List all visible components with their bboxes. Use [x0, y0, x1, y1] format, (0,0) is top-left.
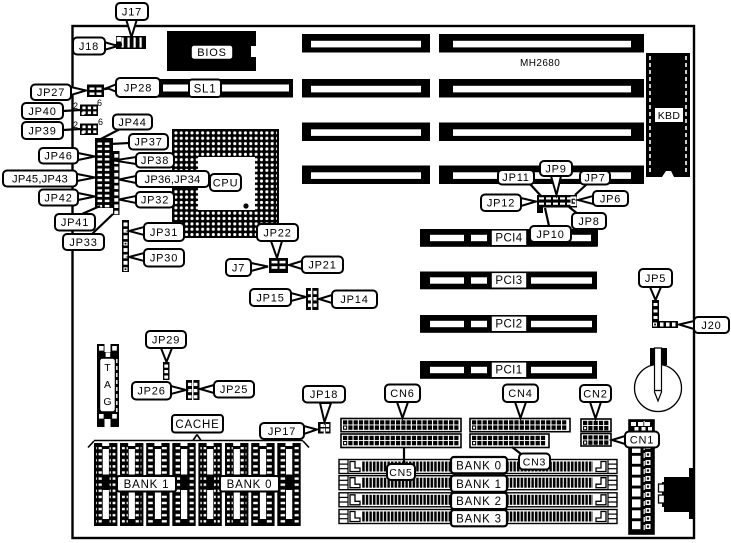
svg-text:JP8: JP8 — [578, 216, 599, 228]
svg-text:2: 2 — [73, 101, 78, 111]
svg-text:JP36,JP34: JP36,JP34 — [145, 174, 201, 186]
svg-text:BANK 3: BANK 3 — [456, 513, 502, 525]
svg-text:CN3: CN3 — [523, 456, 546, 468]
svg-text:CN4: CN4 — [508, 388, 532, 400]
svg-text:JP40: JP40 — [28, 106, 56, 118]
svg-text:J17: J17 — [122, 6, 142, 18]
svg-text:JP44: JP44 — [118, 117, 146, 129]
svg-text:JP41: JP41 — [61, 217, 89, 229]
svg-text:CN6: CN6 — [390, 388, 414, 400]
svg-text:J18: J18 — [79, 41, 99, 53]
svg-text:JP29: JP29 — [152, 334, 180, 346]
svg-text:G: G — [103, 396, 111, 408]
svg-text:JP46: JP46 — [44, 151, 72, 163]
svg-text:JP27: JP27 — [37, 87, 65, 99]
svg-text:JP28: JP28 — [124, 82, 152, 94]
svg-text:PCI2: PCI2 — [495, 319, 522, 331]
svg-text:CACHE: CACHE — [175, 419, 219, 431]
svg-text:CPU: CPU — [213, 177, 239, 189]
svg-text:JP12: JP12 — [487, 198, 515, 210]
svg-text:PCI4: PCI4 — [495, 233, 522, 245]
svg-text:JP42: JP42 — [44, 192, 72, 204]
svg-text:JP21: JP21 — [308, 260, 336, 272]
svg-text:CN1: CN1 — [630, 434, 654, 446]
svg-text:JP26: JP26 — [137, 386, 165, 398]
svg-text:BIOS: BIOS — [197, 47, 227, 59]
svg-text:MH2680: MH2680 — [520, 58, 560, 69]
svg-text:T: T — [104, 362, 111, 374]
svg-text:JP11: JP11 — [502, 172, 529, 184]
svg-text:JP6: JP6 — [600, 193, 621, 205]
svg-text:BANK 1: BANK 1 — [456, 479, 502, 491]
svg-text:J20: J20 — [701, 320, 721, 332]
svg-text:JP9: JP9 — [545, 163, 566, 175]
svg-text:JP32: JP32 — [141, 195, 169, 207]
svg-text:6: 6 — [97, 98, 102, 108]
svg-text:JP10: JP10 — [536, 229, 564, 241]
svg-text:JP45,JP43: JP45,JP43 — [12, 174, 68, 186]
svg-text:JP31: JP31 — [150, 227, 178, 239]
svg-text:2: 2 — [73, 120, 78, 130]
svg-text:JP7: JP7 — [584, 173, 605, 185]
svg-text:JP14: JP14 — [340, 294, 368, 306]
svg-text:BANK 2: BANK 2 — [456, 496, 502, 508]
svg-text:BANK 0: BANK 0 — [456, 460, 502, 472]
svg-text:KBD: KBD — [658, 110, 681, 122]
svg-text:JP38: JP38 — [141, 155, 169, 167]
svg-text:CN2: CN2 — [583, 388, 607, 400]
svg-text:JP5: JP5 — [645, 273, 666, 285]
svg-text:JP39: JP39 — [28, 125, 56, 137]
svg-text:BANK 1: BANK 1 — [124, 479, 170, 491]
svg-text:JP15: JP15 — [256, 292, 284, 304]
svg-text:J7: J7 — [232, 262, 245, 274]
svg-text:PCI1: PCI1 — [495, 365, 522, 377]
svg-text:JP37: JP37 — [134, 137, 162, 149]
svg-text:JP30: JP30 — [150, 253, 178, 265]
svg-text:JP18: JP18 — [310, 389, 338, 401]
svg-text:JP22: JP22 — [263, 227, 291, 239]
svg-text:SL1: SL1 — [194, 83, 217, 95]
svg-text:A: A — [104, 379, 111, 391]
svg-text:JP17: JP17 — [268, 426, 296, 438]
svg-text:JP33: JP33 — [69, 237, 97, 249]
svg-text:PCI3: PCI3 — [495, 275, 522, 287]
svg-text:6: 6 — [98, 117, 103, 127]
svg-text:JP25: JP25 — [220, 384, 248, 396]
svg-text:BANK 0: BANK 0 — [227, 479, 273, 491]
svg-text:CN5: CN5 — [389, 467, 412, 479]
